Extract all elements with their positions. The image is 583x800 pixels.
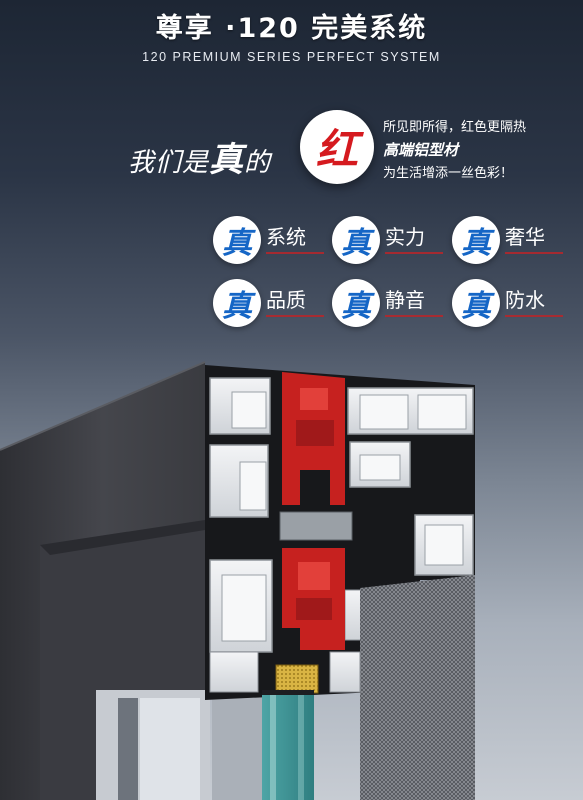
feature-icon: 真: [213, 216, 261, 264]
thermal-strip: [279, 511, 353, 541]
feature-icon: 真: [332, 216, 380, 264]
feature-strength: 真 实力: [332, 214, 443, 266]
feature-system: 真 系统: [213, 214, 324, 266]
description-line-2: 高端铝型材: [383, 141, 459, 159]
page-subtitle: 120 PREMIUM SERIES PERFECT SYSTEM: [142, 50, 441, 64]
feature-icon: 真: [213, 279, 261, 327]
red-badge-text: 红: [315, 124, 358, 174]
feature-icon: 真: [452, 279, 500, 327]
feature-label: 品质: [266, 288, 306, 312]
feature-icon: 真: [452, 216, 500, 264]
feature-underline: [505, 315, 563, 317]
feature-underline: [266, 315, 324, 317]
feature-icon: 真: [332, 279, 380, 327]
feature-underline: [385, 252, 443, 254]
feature-waterproof: 真 防水: [452, 277, 563, 329]
screen-mesh: [360, 575, 475, 800]
feature-quality: 真 品质: [213, 277, 324, 329]
feature-underline: [385, 315, 443, 317]
slogan-prefix: 我们是: [128, 148, 210, 178]
feature-label: 系统: [266, 225, 306, 249]
yellow-gasket: [275, 664, 319, 694]
feature-silent: 真 静音: [332, 277, 443, 329]
glass-panel: [262, 690, 314, 800]
description-line-3: 为生活增添一丝色彩！: [383, 166, 514, 181]
feature-luxury: 真 奢华: [452, 214, 563, 266]
feature-label: 实力: [385, 225, 425, 249]
feature-label: 静音: [385, 288, 425, 312]
window-profile-illustration: [0, 361, 475, 800]
feature-underline: [266, 252, 324, 254]
feature-underline: [505, 252, 563, 254]
slogan-emphasis: 真: [209, 140, 245, 180]
red-badge: 红: [300, 110, 374, 184]
feature-label: 奢华: [505, 225, 545, 249]
page-title: 尊享 ·120 完美系统: [155, 13, 428, 44]
feature-label: 防水: [505, 288, 545, 312]
slogan-suffix: 的: [244, 148, 272, 178]
description: 所见即所得，红色更隔热 高端铝型材 为生活增添一丝色彩！: [383, 116, 526, 185]
slogan: 我们是真的: [128, 132, 271, 181]
description-line-1: 所见即所得，红色更隔热: [383, 120, 527, 135]
